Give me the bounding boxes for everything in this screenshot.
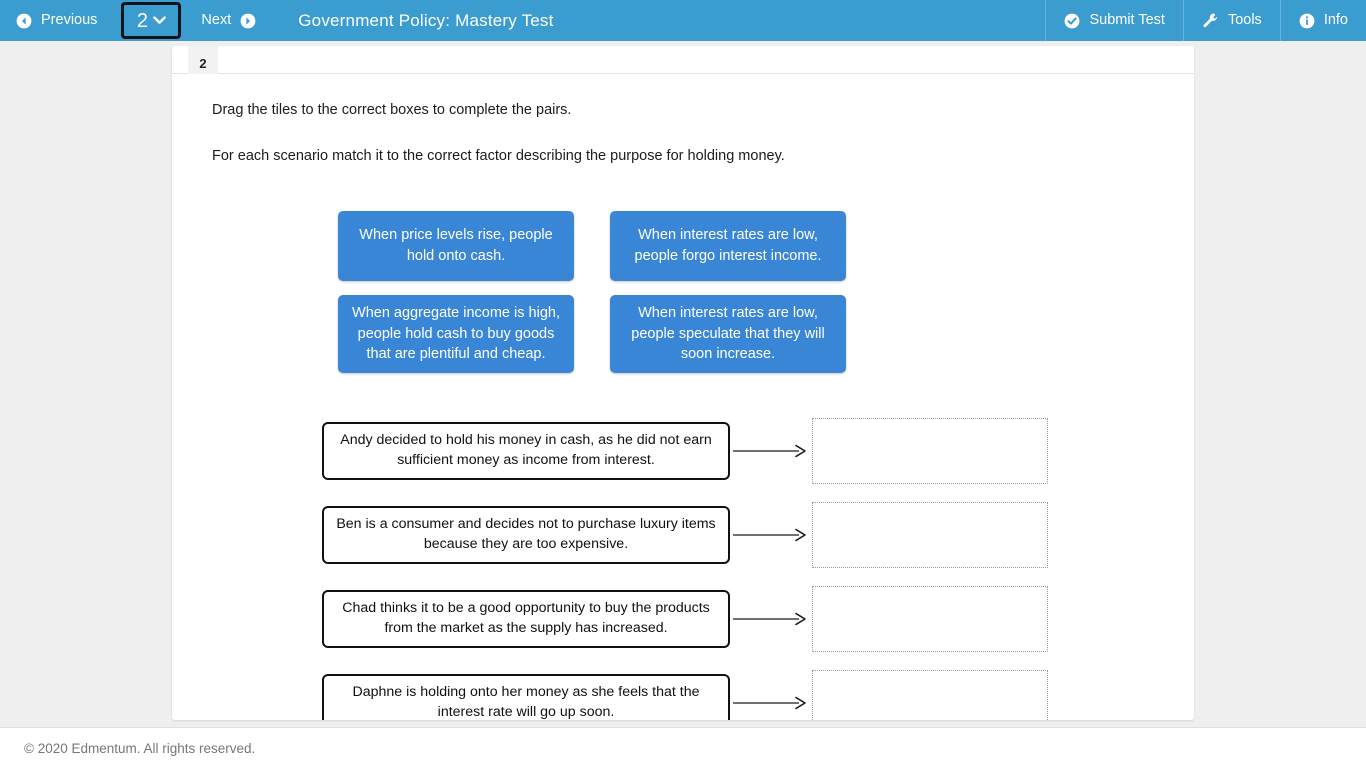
info-circle-icon: [1299, 13, 1315, 29]
submit-test-label: Submit Test: [1089, 12, 1165, 29]
workspace-background: 2 Drag the tiles to the correct boxes to…: [0, 41, 1366, 727]
drop-target[interactable]: [812, 585, 1048, 652]
scenario-prompt: Chad thinks it to be a good opportunity …: [322, 589, 730, 648]
match-row: Chad thinks it to be a good opportunity …: [322, 577, 1194, 661]
tile-bank: When price levels rise, people hold onto…: [338, 210, 958, 373]
info-button[interactable]: Info: [1279, 0, 1366, 41]
match-list: Andy decided to hold his money in cash, …: [322, 409, 1194, 720]
scenario-prompt: Andy decided to hold his money in cash, …: [322, 421, 730, 480]
submit-test-button[interactable]: Submit Test: [1045, 0, 1183, 41]
drop-target[interactable]: [812, 417, 1048, 484]
wrench-icon: [1202, 12, 1219, 29]
check-circle-icon: [1064, 13, 1080, 29]
page-title: Government Policy: Mastery Test: [298, 10, 554, 30]
tile-row-2: When aggregate income is high, people ho…: [338, 294, 958, 373]
question-number-tab[interactable]: 2: [188, 46, 218, 74]
question-panel: 2 Drag the tiles to the correct boxes to…: [172, 46, 1194, 720]
arrow-right-icon: [730, 609, 812, 629]
copyright-text: © 2020 Edmentum. All rights reserved.: [24, 740, 256, 756]
draggable-tile[interactable]: When interest rates are low, people spec…: [610, 294, 846, 373]
arrow-left-circle-icon: [16, 13, 32, 29]
drop-target[interactable]: [812, 669, 1048, 720]
arrow-right-icon: [730, 693, 812, 713]
tools-button[interactable]: Tools: [1182, 0, 1280, 41]
match-row: Ben is a consumer and decides not to pur…: [322, 493, 1194, 577]
arrow-right-icon: [730, 525, 812, 545]
scenario-prompt: Ben is a consumer and decides not to pur…: [322, 505, 730, 564]
draggable-tile[interactable]: When interest rates are low, people forg…: [610, 210, 846, 281]
question-body: Drag the tiles to the correct boxes to c…: [172, 74, 1194, 720]
toolbar-actions: Submit Test Tools Info: [1045, 0, 1366, 41]
top-toolbar: Previous 2 Next Government Policy: Maste…: [0, 0, 1366, 41]
draggable-tile[interactable]: When price levels rise, people hold onto…: [338, 210, 574, 281]
page-number-dropdown[interactable]: 2: [121, 2, 182, 39]
info-label: Info: [1323, 12, 1348, 29]
scenario-prompt: Daphne is holding onto her money as she …: [322, 673, 730, 720]
arrow-right-circle-icon: [240, 13, 256, 29]
question-tab-row: 2: [172, 46, 1194, 74]
page-number-value: 2: [136, 9, 148, 32]
next-button[interactable]: Next: [185, 0, 272, 41]
tools-label: Tools: [1227, 12, 1262, 29]
drop-target[interactable]: [812, 501, 1048, 568]
instruction-primary: Drag the tiles to the correct boxes to c…: [212, 102, 572, 118]
tile-row-1: When price levels rise, people hold onto…: [338, 210, 958, 281]
match-row: Daphne is holding onto her money as she …: [322, 661, 1194, 720]
draggable-tile[interactable]: When aggregate income is high, people ho…: [338, 294, 574, 373]
chevron-down-icon: [153, 16, 166, 25]
page-footer: © 2020 Edmentum. All rights reserved.: [0, 727, 1366, 768]
arrow-right-icon: [730, 441, 812, 461]
instruction-secondary: For each scenario match it to the correc…: [212, 148, 785, 165]
match-row: Andy decided to hold his money in cash, …: [322, 409, 1194, 493]
next-label: Next: [201, 12, 232, 29]
previous-label: Previous: [41, 12, 98, 29]
previous-button[interactable]: Previous: [0, 0, 113, 41]
